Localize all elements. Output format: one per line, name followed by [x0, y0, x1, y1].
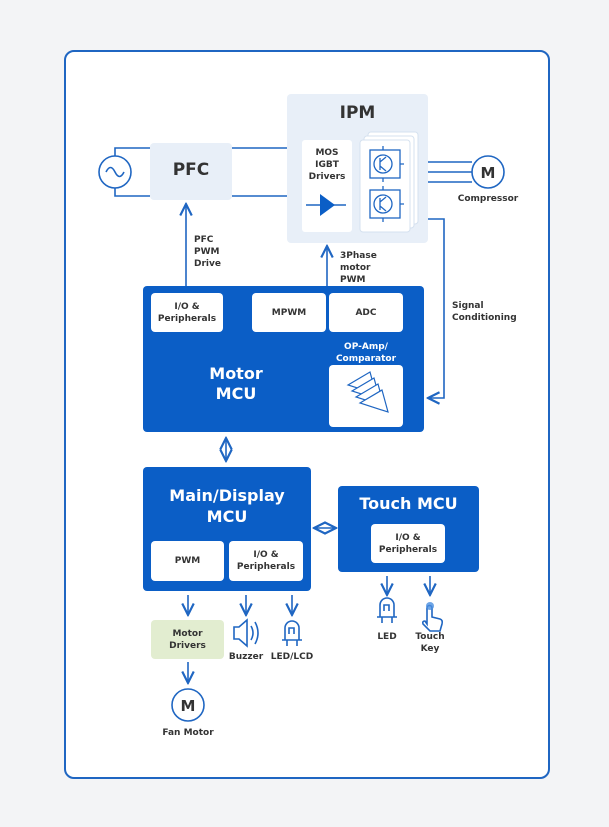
main-mcu-io: I/O & Peripherals [229, 541, 303, 581]
buzzer-label: Buzzer [228, 652, 264, 662]
main-mcu-pwm: PWM [151, 541, 224, 581]
touch-key-icon [421, 604, 444, 632]
led-lcd-icon [282, 620, 302, 646]
ipm-drivers-panel [302, 140, 352, 232]
ipm-compressor-wires [428, 161, 472, 183]
motor-mcu-title: Motor MCU [209, 364, 263, 403]
opamp-panel [329, 365, 403, 427]
ac-wire-bottom [114, 188, 150, 197]
ac-wire-top [114, 147, 150, 156]
fan-motor-icon [171, 688, 205, 722]
pfc-pwm-label: PFC PWM Drive [194, 235, 221, 269]
motor-mcu-mpwm: MPWM [252, 293, 326, 332]
pfc-label: PFC [172, 160, 210, 180]
ipm-title: IPM [339, 103, 376, 123]
motor-drivers-block: Motor Drivers [151, 620, 224, 659]
ac-source-icon [98, 155, 132, 189]
fan-motor-label: Fan Motor [162, 728, 214, 738]
buzzer-icon [233, 618, 259, 648]
compressor-label: Compressor [457, 194, 519, 204]
motor-mcu-io: I/O & Peripherals [151, 293, 223, 332]
led-label: LED [377, 632, 397, 642]
led-lcd-label: LED/LCD [270, 652, 314, 662]
signal-conditioning-label: Signal Conditioning [452, 301, 517, 323]
signal-conditioning-line [428, 218, 445, 398]
3phase-pwm-label: 3Phase motor PWM [340, 251, 377, 285]
touch-mcu-io: I/O & Peripherals [371, 524, 445, 563]
pfc-block [150, 143, 232, 200]
touch-mcu-title: Touch MCU [359, 494, 458, 513]
led-icon [377, 597, 397, 623]
compressor-symbol: M [480, 164, 496, 182]
fan-motor-symbol: M [180, 697, 196, 715]
touch-point-icon [426, 602, 434, 610]
opamp-label: OP-Amp/ Comparator [335, 342, 397, 364]
touch-key-label: Touch Key [415, 632, 445, 654]
main-display-mcu-title: Main/Display MCU [169, 486, 285, 526]
motor-mcu-adc: ADC [329, 293, 403, 332]
compressor-motor-icon [471, 155, 505, 189]
ipm-drivers-label: MOS IGBT Drivers [308, 148, 346, 182]
